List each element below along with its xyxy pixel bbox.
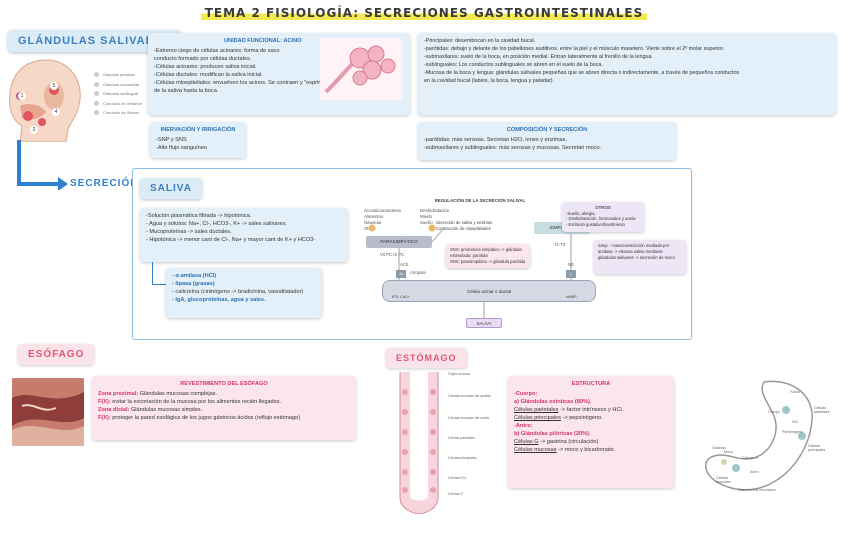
legend-item: Glándula submaxilar xyxy=(94,80,142,90)
parasimpatico-box: PARASIMPÁTICO xyxy=(366,236,432,248)
otros-card: OTROS -Sueño, alergia, - Deshidratación,… xyxy=(562,202,644,232)
saliva-output: SALIVA xyxy=(466,318,502,328)
legend-item: Conducto de Stenon xyxy=(94,108,142,118)
esofago-card: REVESTIMIENTO DEL ESÓFAGO Zona proximal:… xyxy=(92,376,356,440)
estomago-tag: ESTÓMAGO xyxy=(386,348,467,368)
saliva-funciones-card: - α-amilasa (HCl) - lipasa (grasas) - ca… xyxy=(166,268,322,318)
secrecion-label: SECRECIÓN: xyxy=(70,178,143,189)
salivary-head-illustration: 1 5 2 4 xyxy=(6,56,86,143)
ne-label: NE xyxy=(568,262,574,267)
flow-arrow xyxy=(14,140,70,191)
legend-item: Glándula sublingual xyxy=(94,89,142,99)
saliva-tag: SALIVA xyxy=(140,178,202,199)
t1t3-label: T1-T3 xyxy=(554,242,566,247)
saliva-composicion-card: -Solución plasmática filtrada -> hipotón… xyxy=(140,208,348,262)
composicion-card: COMPOSICIÓN Y SECRECIÓN -parótidas: más … xyxy=(418,122,676,160)
legend-item: Conducto de Wharton xyxy=(94,99,142,109)
second-messenger-right: cAMP xyxy=(566,294,577,299)
unidad-funcional-card: UNIDAD FUNCIONAL: ACINO -Extremo ciego d… xyxy=(148,33,410,115)
parasimpatico-note: Secreción de saliva y enzimas Contracció… xyxy=(436,220,493,231)
beta-receptor: β xyxy=(566,270,576,278)
principales-card: -Principales: desembocan en la cavidad b… xyxy=(418,33,836,115)
acinar-cell: Célula acinar o ductal xyxy=(382,280,596,302)
funciones-connector xyxy=(152,262,167,285)
regulacion-header: REGULACIÓN DE LA SECRECIÓN SALIVAL xyxy=(434,198,526,203)
estructura-card: ESTRUCTURA -Cuerpo: a) Glándulas oxíntic… xyxy=(508,376,674,488)
glandulas-legend: Glándula parótida Glándula submaxilar Gl… xyxy=(94,70,142,118)
stimuli-right: Deshidratación Miedo Sueño xyxy=(420,208,450,225)
second-messenger-left: IP3, Ca2+ xyxy=(392,294,410,299)
regulacion-pink-note: SNS: predomina simpático -> glándula est… xyxy=(446,244,530,268)
nerves-label: VII PC IX PC xyxy=(380,252,405,257)
gastric-pit-illustration xyxy=(396,372,442,515)
ach-label: ACh xyxy=(400,262,409,267)
esofago-histology-image xyxy=(12,378,84,446)
inervacion-card: INERVACIÓN Y IRRIGACIÓN -SNP y SNS -Alto… xyxy=(150,122,246,158)
legend-item: Glándula parótida xyxy=(94,70,142,80)
esofago-tag: ESÓFAGO xyxy=(18,344,95,365)
gland-marker-1 xyxy=(23,111,33,121)
m-receptor: M xyxy=(396,270,406,278)
simpatico-note: Simp. ->vasoconstricción mediada por ami… xyxy=(594,240,686,274)
stomach-diagram: Fondo Cuerpo Antro Células parietales Pe… xyxy=(694,376,842,506)
page-title: TEMA 2 FISIOLOGÍA: SECRECIONES GASTROINT… xyxy=(0,6,848,20)
stimuli-left: Acondicionamiento Alimentos Náuseas Olfa… xyxy=(364,208,402,231)
atropina-label: Atropina xyxy=(410,270,426,275)
glandulas-tag: GLÁNDULAS SALIVARES xyxy=(8,30,182,52)
acino-illustration xyxy=(320,38,402,100)
